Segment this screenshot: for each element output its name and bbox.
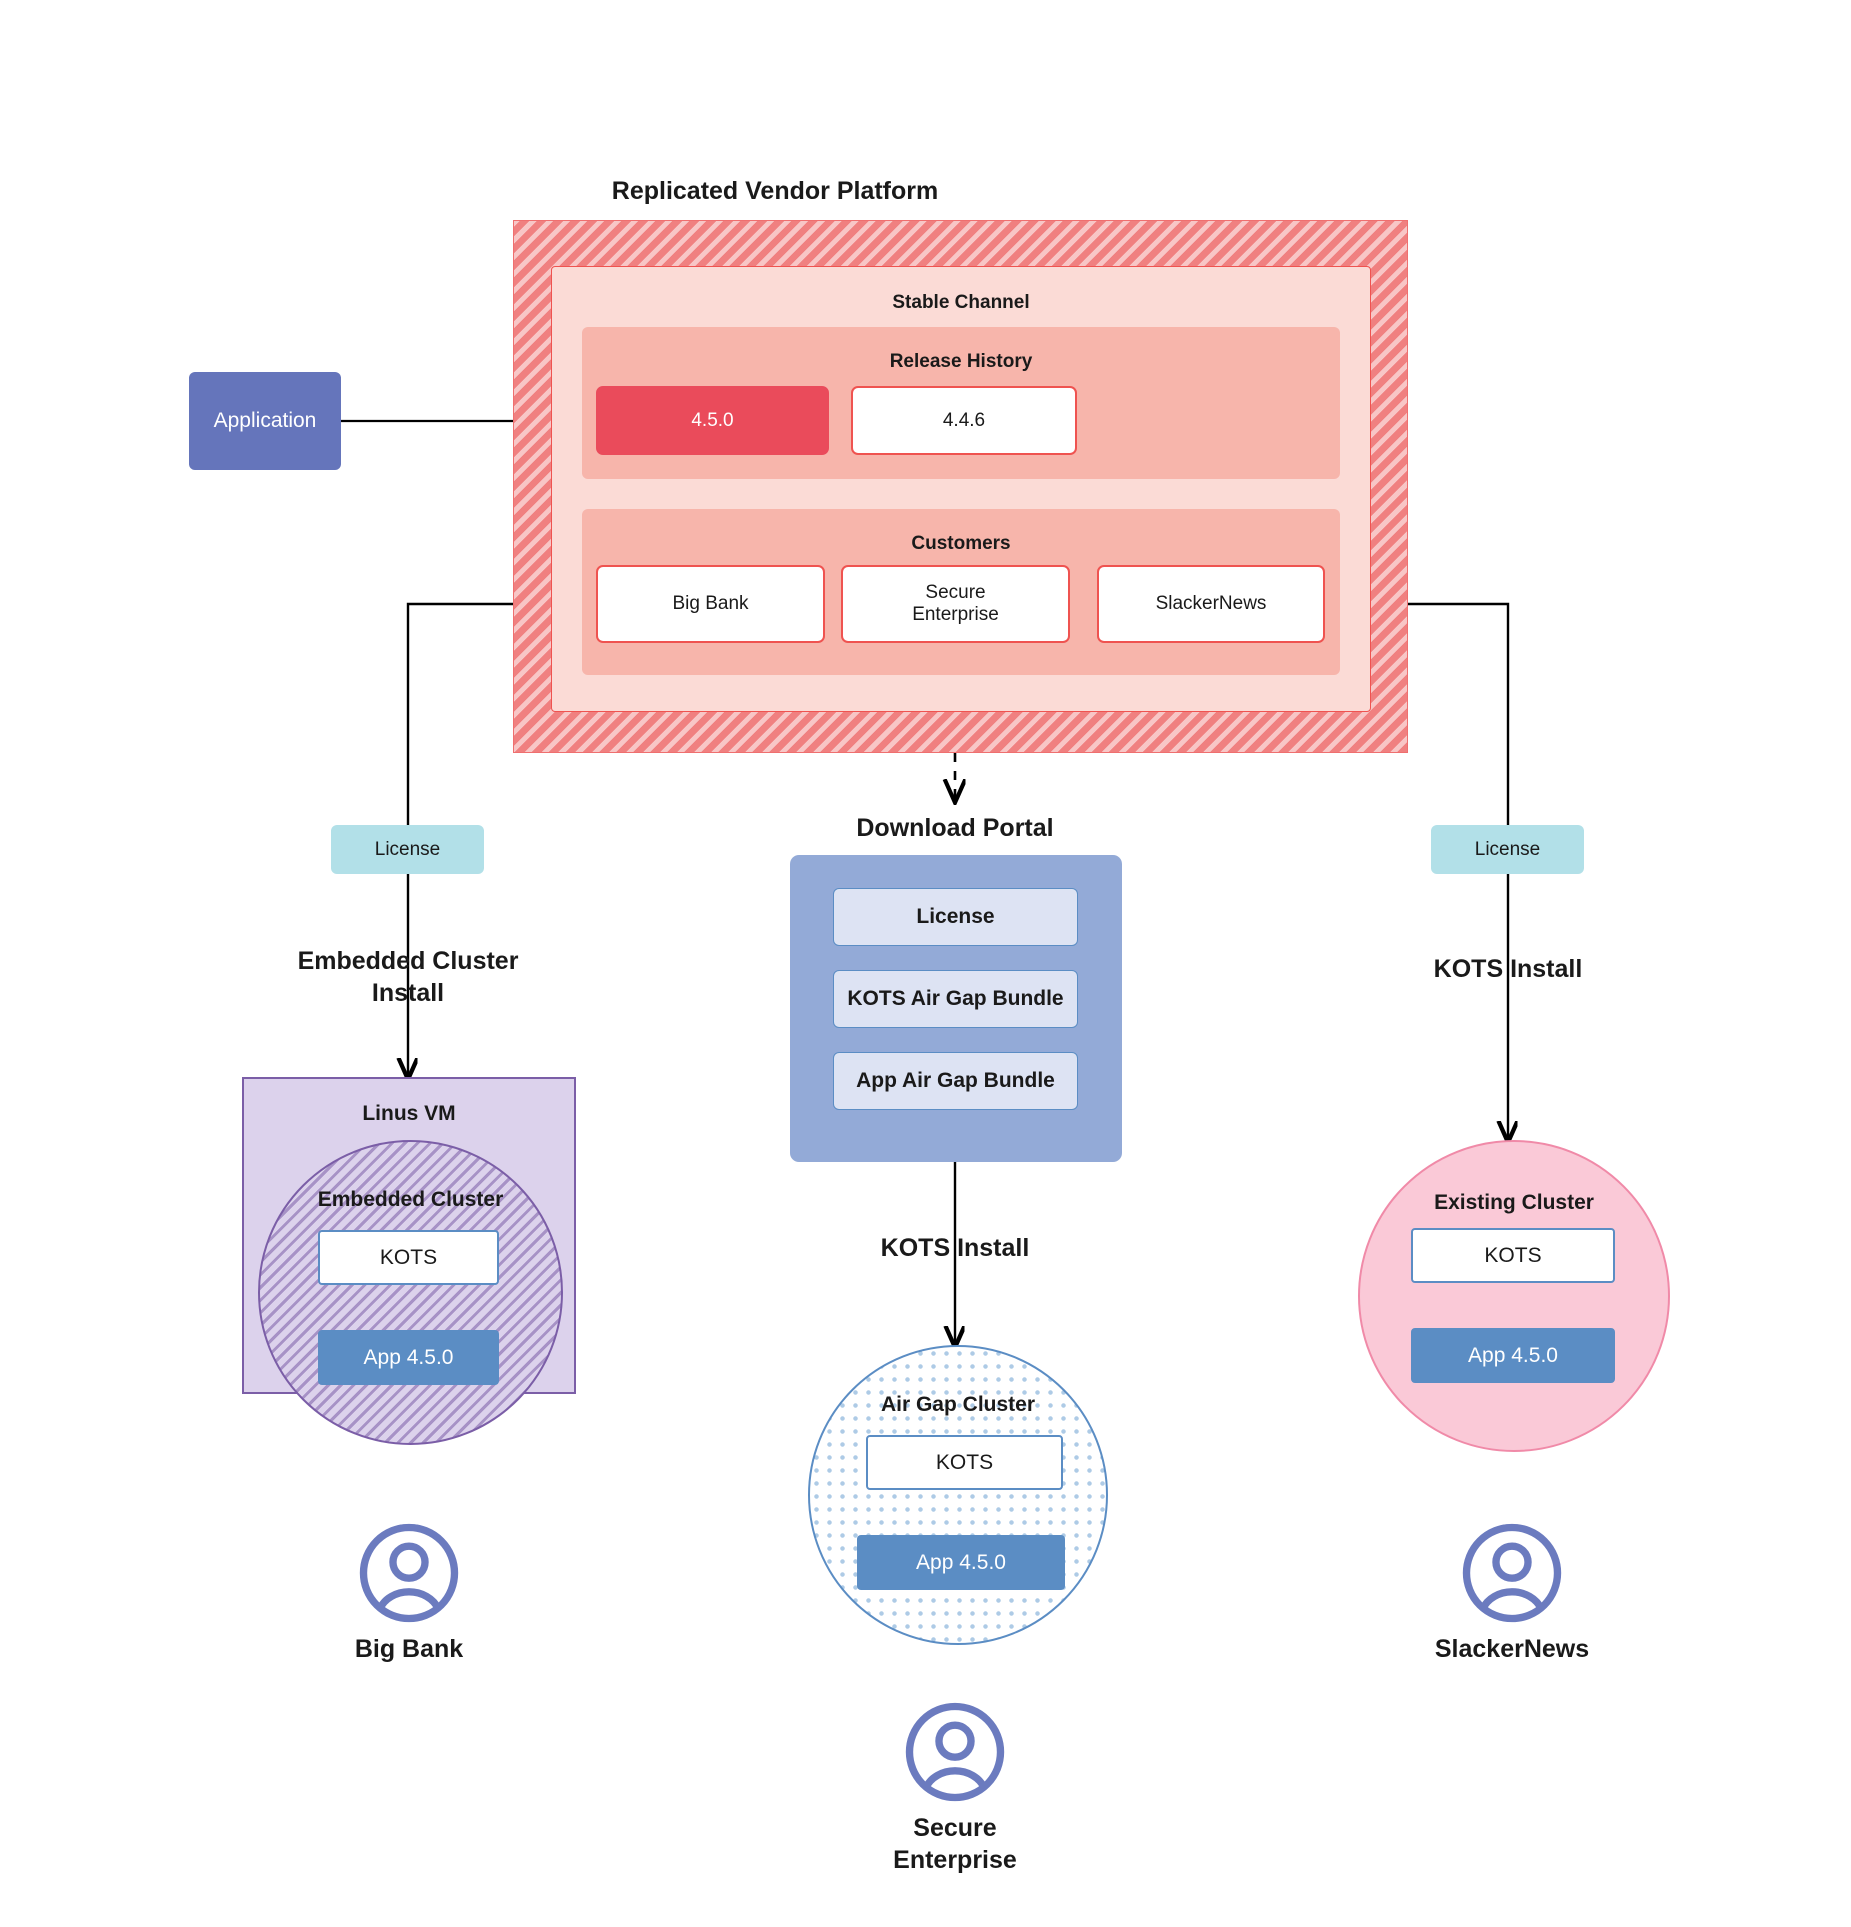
portal-item-app-air-gap-bundle[interactable]: App Air Gap Bundle [833, 1052, 1078, 1110]
release-chip-previous[interactable]: 4.4.6 [851, 386, 1077, 455]
license-chip-left[interactable]: License [331, 825, 484, 874]
app-box-right[interactable]: App 4.5.0 [1411, 1328, 1615, 1383]
persona-label-big-bank: Big Bank [354, 1635, 464, 1663]
embedded-cluster-install-caption: Embedded Cluster Install [297, 947, 519, 1007]
app-version-label: App 4.5.0 [1468, 1343, 1558, 1367]
customer-name-label: Big Bank [672, 593, 749, 614]
existing-cluster-title: Existing Cluster [1434, 1191, 1594, 1214]
kots-label: KOTS [935, 1450, 994, 1474]
customers-title: Customers [911, 533, 1011, 554]
avatar-big-bank [357, 1521, 461, 1625]
license-label: License [1474, 838, 1541, 860]
customer-chip-slackernews[interactable]: SlackerNews [1097, 565, 1325, 643]
app-box-center[interactable]: App 4.5.0 [857, 1535, 1065, 1590]
portal-item-label: App Air Gap Bundle [856, 1069, 1055, 1092]
customer-chip-big-bank[interactable]: Big Bank [596, 565, 825, 643]
persona-label-secure-enterprise: Secure Enterprise [893, 1814, 1017, 1874]
airgap-cluster-title: Air Gap Cluster [880, 1393, 1036, 1416]
app-box-left[interactable]: App 4.5.0 [318, 1330, 499, 1385]
kots-install-caption-right: KOTS Install [1433, 955, 1583, 983]
kots-box-center[interactable]: KOTS [866, 1435, 1063, 1490]
page-title: Replicated Vendor Platform [611, 177, 939, 205]
user-avatar-icon [359, 1523, 459, 1623]
portal-item-label: License [916, 905, 995, 928]
customer-name-label: Secure Enterprise [912, 582, 999, 625]
embedded-cluster-circle: Embedded Cluster [258, 1140, 563, 1445]
persona-label-slackernews: SlackerNews [1434, 1635, 1590, 1663]
linux-vm-title: Linus VM [362, 1102, 456, 1125]
user-avatar-icon [905, 1702, 1005, 1802]
portal-item-license[interactable]: License [833, 888, 1078, 946]
kots-box-left[interactable]: KOTS [318, 1230, 499, 1285]
release-chip-current[interactable]: 4.5.0 [596, 386, 829, 455]
user-avatar-icon [1462, 1523, 1562, 1623]
release-version-label: 4.5.0 [691, 409, 734, 431]
license-chip-right[interactable]: License [1431, 825, 1584, 874]
portal-item-label: KOTS Air Gap Bundle [847, 987, 1064, 1010]
application-label: Application [213, 409, 317, 432]
embedded-cluster-title: Embedded Cluster [317, 1188, 504, 1211]
kots-install-caption-center: KOTS Install [880, 1234, 1030, 1262]
airgap-cluster-circle: Air Gap Cluster [808, 1345, 1108, 1645]
kots-label: KOTS [1484, 1243, 1542, 1267]
app-version-label: App 4.5.0 [916, 1550, 1006, 1574]
release-history-title: Release History [889, 351, 1033, 372]
download-portal-title: Download Portal [856, 814, 1054, 842]
existing-cluster-circle: Existing Cluster [1358, 1140, 1670, 1452]
stable-channel-title: Stable Channel [892, 292, 1030, 313]
portal-item-kots-air-gap-bundle[interactable]: KOTS Air Gap Bundle [833, 970, 1078, 1028]
release-version-label: 4.4.6 [942, 409, 986, 431]
application-node[interactable]: Application [189, 372, 341, 470]
customer-chip-secure-enterprise[interactable]: Secure Enterprise [841, 565, 1070, 643]
app-version-label: App 4.5.0 [363, 1345, 454, 1369]
license-label: License [374, 838, 441, 860]
kots-label: KOTS [379, 1245, 438, 1269]
avatar-secure-enterprise [903, 1700, 1007, 1804]
customer-name-label: SlackerNews [1155, 593, 1267, 614]
avatar-slackernews [1460, 1521, 1564, 1625]
kots-box-right[interactable]: KOTS [1411, 1228, 1615, 1283]
